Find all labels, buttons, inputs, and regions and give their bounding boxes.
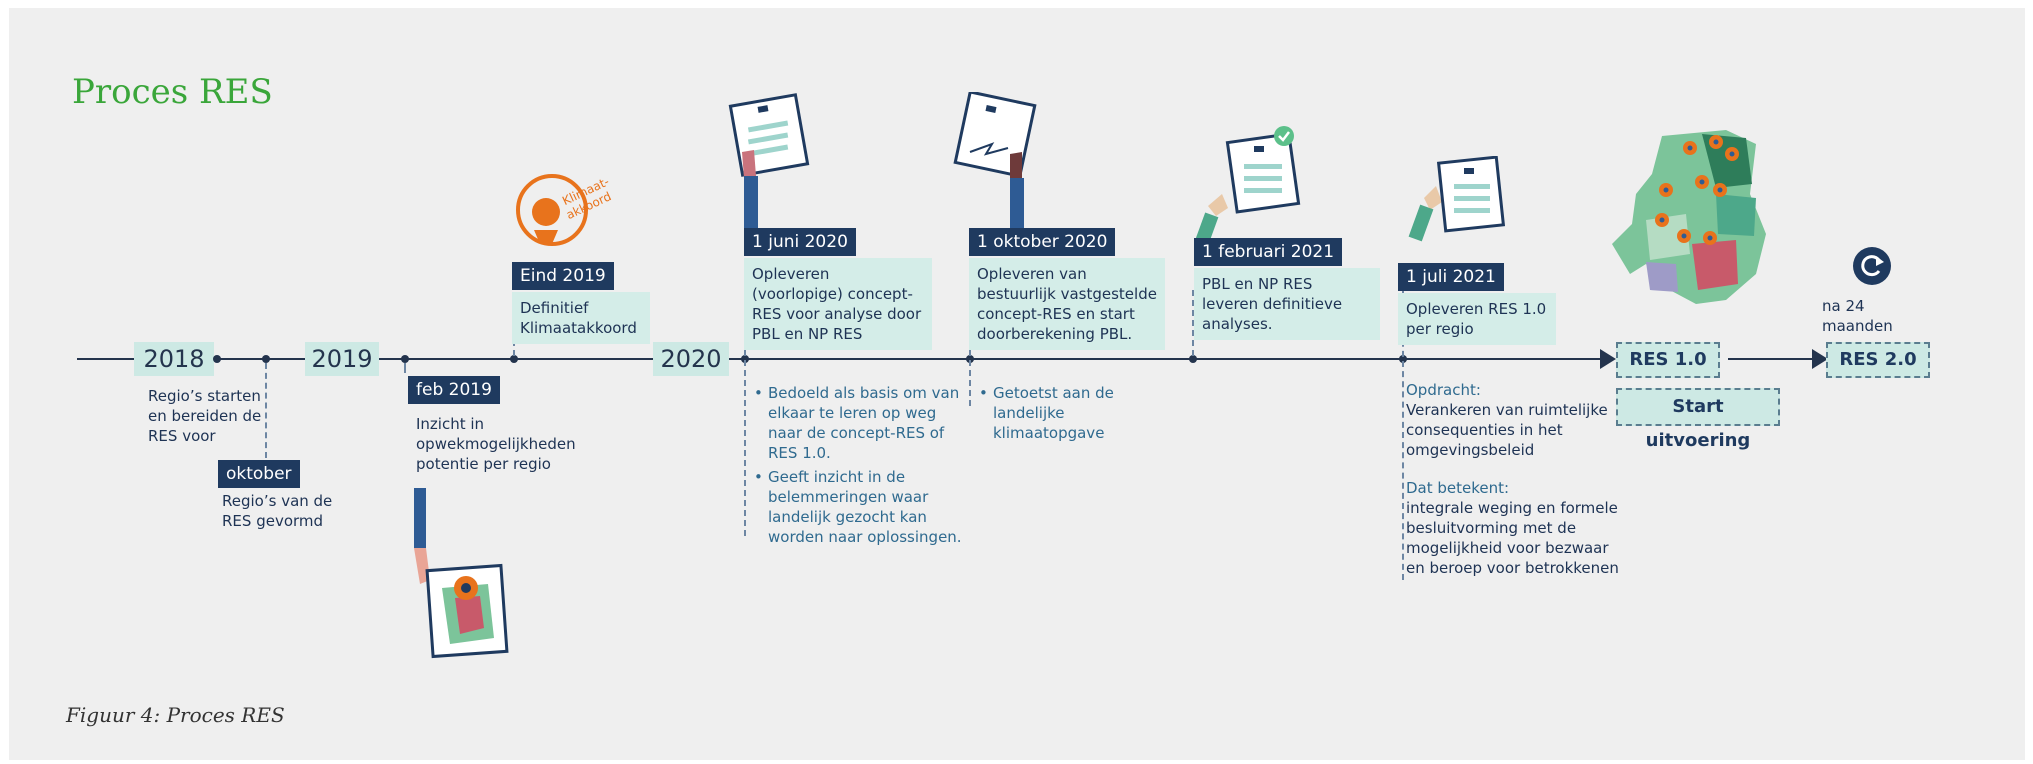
betekent-title: Dat betekent: bbox=[1406, 479, 1510, 497]
connector-line bbox=[404, 363, 406, 373]
klimaatakkoord-logo-icon: Klimaat- akkoord bbox=[516, 174, 612, 246]
milestone-eind2019-label: Eind 2019 bbox=[512, 262, 614, 290]
year-2020: 2020 bbox=[653, 342, 729, 376]
milestone-juni2020-text: Opleveren (voorlopige) concept-RES voor … bbox=[744, 258, 932, 350]
netherlands-map-illustration bbox=[1612, 130, 1766, 304]
timeline-dot bbox=[1189, 355, 1197, 363]
timeline-line-segment bbox=[1728, 358, 1818, 360]
bullet-item: Geeft inzicht in de belemmeringen waar l… bbox=[752, 467, 962, 547]
timeline-line bbox=[77, 358, 1612, 360]
start-uitvoering-box: Start uitvoering bbox=[1616, 388, 1780, 451]
res-2-0-box: RES 2.0 bbox=[1826, 342, 1930, 378]
milestone-oktober-label: oktober bbox=[218, 460, 300, 488]
milestone-okt2020-bullets: Getoetst aan de landelijke klimaatopgave bbox=[977, 383, 1177, 447]
connector-line bbox=[744, 280, 746, 536]
milestone-feb2019-text: Inzicht in opwekmogelijkheden potentie p… bbox=[416, 415, 576, 473]
year-2019: 2019 bbox=[305, 342, 379, 376]
timeline-dot bbox=[510, 355, 518, 363]
year-2018: 2018 bbox=[134, 342, 214, 376]
connector-line bbox=[1192, 290, 1194, 356]
connector-line bbox=[265, 363, 267, 458]
milestone-feb2021-label: 1 februari 2021 bbox=[1194, 238, 1343, 266]
arrow-right-icon bbox=[1812, 349, 1828, 369]
milestone-2018-text: Regio’s starten en bereiden de RES voor bbox=[148, 387, 262, 445]
milestone-juli2021-label: 1 juli 2021 bbox=[1398, 263, 1504, 291]
approved-document-illustration bbox=[1196, 126, 1301, 242]
map-document-illustration bbox=[414, 488, 509, 659]
milestone-feb2019-label: feb 2019 bbox=[408, 376, 500, 404]
milestone-okt2020-label: 1 oktober 2020 bbox=[969, 228, 1116, 256]
opdracht-text: Verankeren van ruimtelijke consequenties… bbox=[1406, 401, 1608, 459]
betekent-text: integrale weging en formele besluitvormi… bbox=[1406, 499, 1619, 577]
signed-document-illustration bbox=[953, 92, 1037, 232]
timeline-dot bbox=[213, 355, 221, 363]
timeline-dot bbox=[401, 355, 409, 363]
timeline-dot bbox=[262, 355, 270, 363]
refresh-icon bbox=[1853, 247, 1891, 285]
milestone-juni2020-label: 1 juni 2020 bbox=[744, 228, 856, 256]
arrow-right-icon bbox=[1600, 349, 1616, 369]
milestone-oktober-text: Regio’s van de RES gevormd bbox=[222, 492, 333, 530]
connector-line bbox=[1402, 290, 1404, 580]
document-illustration bbox=[1408, 156, 1506, 242]
milestone-juni2020-bullets: Bedoeld als basis om van elkaar te leren… bbox=[752, 383, 962, 551]
bullet-item: Bedoeld als basis om van elkaar te leren… bbox=[752, 383, 962, 463]
diagram-title: Proces RES bbox=[72, 72, 273, 112]
na-24-maanden-text: na 24 maanden bbox=[1822, 297, 1893, 335]
milestone-feb2021-text: PBL en NP RES leveren definitieve analys… bbox=[1194, 268, 1380, 340]
milestone-juli2021-text: Opleveren RES 1.0 per regio bbox=[1398, 293, 1556, 345]
res-1-0-box: RES 1.0 bbox=[1616, 342, 1720, 378]
milestone-eind2019-text: Definitief Klimaatakkoord bbox=[512, 292, 650, 344]
opdracht-title: Opdracht: bbox=[1406, 381, 1481, 399]
milestone-okt2020-text: Opleveren van bestuurlijk vastgestelde c… bbox=[969, 258, 1165, 350]
figure-caption: Figuur 4: Proces RES bbox=[66, 703, 285, 727]
bullet-item: Getoetst aan de landelijke klimaatopgave bbox=[977, 383, 1177, 443]
document-illustration bbox=[728, 93, 810, 232]
